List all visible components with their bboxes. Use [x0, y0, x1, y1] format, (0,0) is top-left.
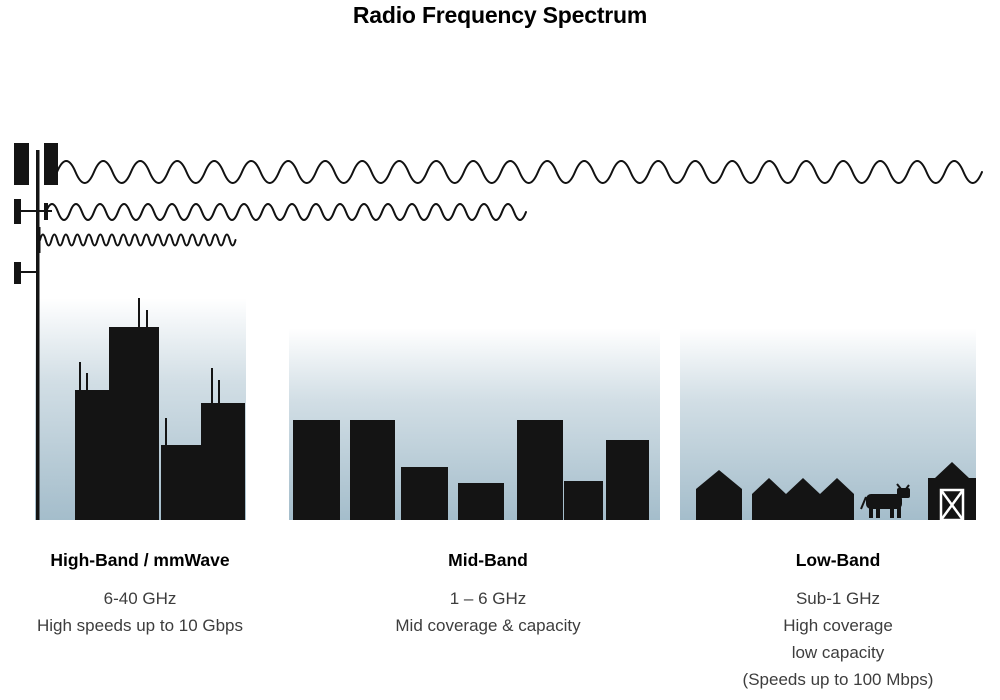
band-frequency-range: Sub-1 GHz [795, 589, 881, 608]
mid-band-wave [45, 203, 527, 221]
row-houses-icon [752, 478, 854, 520]
band-label: Mid-Band [448, 550, 528, 570]
band-description: low capacity [791, 643, 885, 662]
rural-farm-icon [696, 462, 976, 522]
band-description: High speeds up to 10 Gbps [36, 616, 244, 635]
cell-tower-icon [14, 143, 58, 520]
diagram-title: Radio Frequency Spectrum [352, 2, 648, 28]
barn-icon [928, 462, 976, 522]
band-label: Low-Band [795, 550, 881, 570]
low-band-wave [56, 160, 983, 184]
band-frequency-range: 6-40 GHz [103, 589, 177, 608]
band-label: High-Band / mmWave [50, 550, 230, 570]
band-description: Mid coverage & capacity [395, 616, 581, 635]
band-info-mid: Mid-Band 1 – 6 GHz Mid coverage & capaci… [366, 550, 610, 639]
band-frequency-range: 1 – 6 GHz [449, 589, 527, 608]
midrise-buildings-icon [293, 420, 649, 520]
house-icon [696, 470, 742, 520]
band-description: (Speeds up to 100 Mbps) [742, 670, 934, 689]
band-info-high: High-Band / mmWave 6-40 GHz High speeds … [18, 550, 262, 639]
high-band-wave [39, 233, 237, 247]
cow-icon [860, 483, 910, 518]
band-description: High coverage [783, 616, 893, 635]
band-info-low: Low-Band Sub-1 GHz High coverage low cap… [706, 550, 970, 693]
city-skyline-icon [75, 298, 245, 520]
